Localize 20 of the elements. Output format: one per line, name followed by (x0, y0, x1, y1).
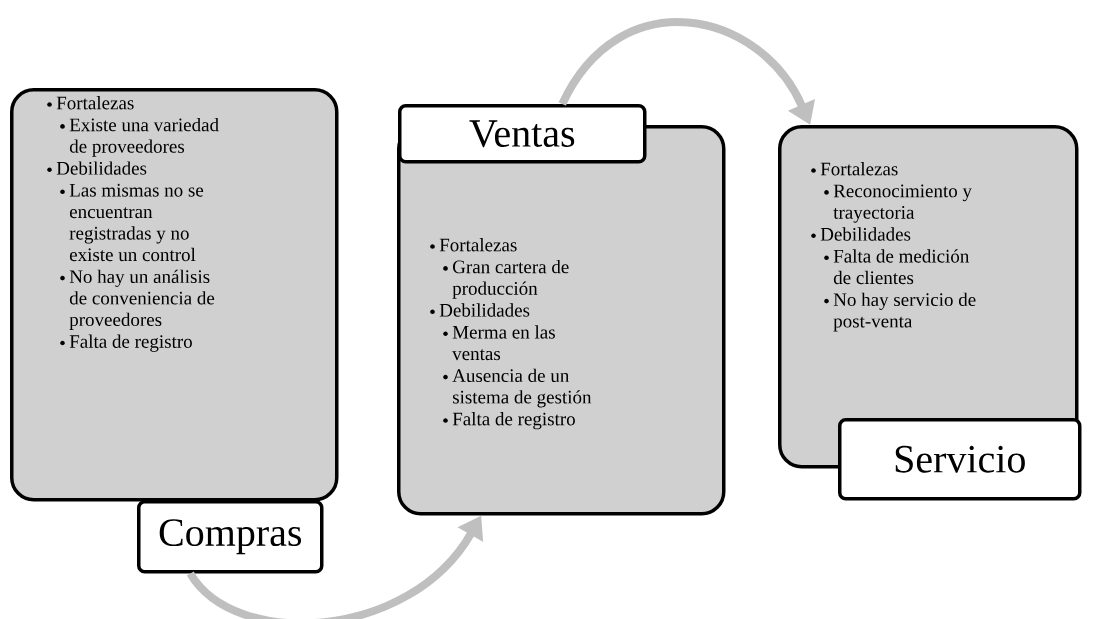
bullet-item: Reconocimiento y trayectoria (824, 184, 972, 223)
bullet-item: Fortalezas (430, 238, 517, 252)
bullet-item: Falta de medición de clientes (824, 249, 970, 285)
title-box: Compras (137, 500, 324, 574)
bullet-item: Fortalezas (811, 162, 898, 176)
bullet-item: Gran cartera de producción (443, 259, 569, 299)
title-box: Ventas (398, 104, 647, 164)
bullet-item: Merma en las ventas (443, 325, 555, 361)
bullet-item: Debilidades (811, 227, 911, 241)
bullet-item: Ausencia de un sistema de gestión (443, 368, 592, 408)
bullet-item: No hay servicio de post-venta (824, 292, 976, 332)
bullet-item: Existe una variedad de proveedores (60, 118, 219, 157)
bullet-item: Debilidades (47, 161, 147, 175)
bullet-item: No hay un análisis de conveniencia de proveedores (60, 269, 215, 330)
bullet-item: Falta de registro (443, 412, 575, 430)
bullet-item: Fortalezas (47, 96, 134, 110)
bullet-item: Las mismas no se encuentran registradas y no existe un control (60, 183, 204, 262)
bullet-item: Debilidades (430, 303, 530, 317)
title-box: Servicio (838, 418, 1082, 501)
bullet-item: Falta de registro (60, 334, 192, 352)
